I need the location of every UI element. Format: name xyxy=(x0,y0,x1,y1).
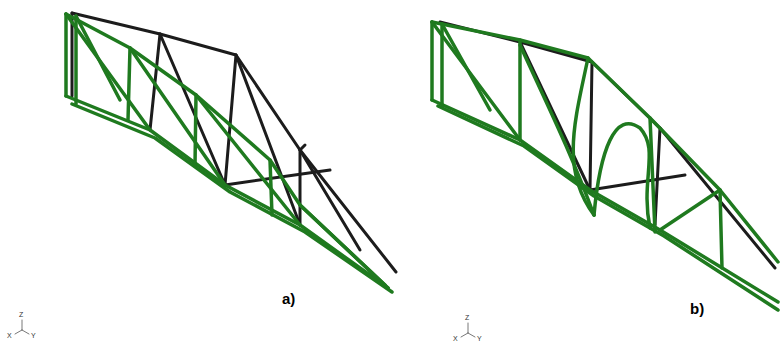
axis-letter: Z xyxy=(19,311,23,318)
axis-letter: Y xyxy=(477,335,482,342)
axis-letter: X xyxy=(453,335,458,342)
axis-letter: X xyxy=(7,332,12,339)
panel-label: a) xyxy=(282,291,295,306)
axis-letter: Z xyxy=(465,314,469,321)
axis-letter: Y xyxy=(31,332,36,339)
panel-label: b) xyxy=(690,301,704,316)
